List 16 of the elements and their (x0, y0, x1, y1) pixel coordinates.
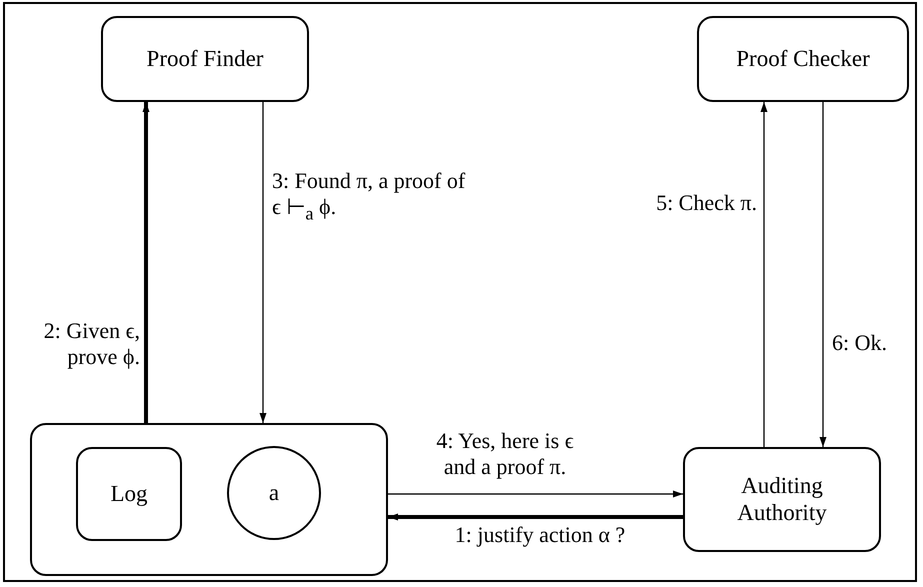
process-box (697, 16, 909, 102)
arrow (142, 102, 150, 423)
arrow (388, 514, 683, 520)
node-label: Proof Finder (146, 46, 264, 72)
node-label: Auditing Authority (736, 473, 828, 526)
group-box (30, 423, 388, 576)
arrow (760, 102, 768, 447)
process-box (101, 16, 309, 102)
node-label: a (268, 480, 280, 506)
arrow (260, 102, 266, 423)
process-box (76, 447, 182, 541)
process-box (683, 447, 881, 552)
arrow (820, 102, 826, 447)
node-label: Log (110, 480, 148, 508)
node-label: Proof Checker (736, 46, 870, 72)
arrow (388, 490, 683, 498)
